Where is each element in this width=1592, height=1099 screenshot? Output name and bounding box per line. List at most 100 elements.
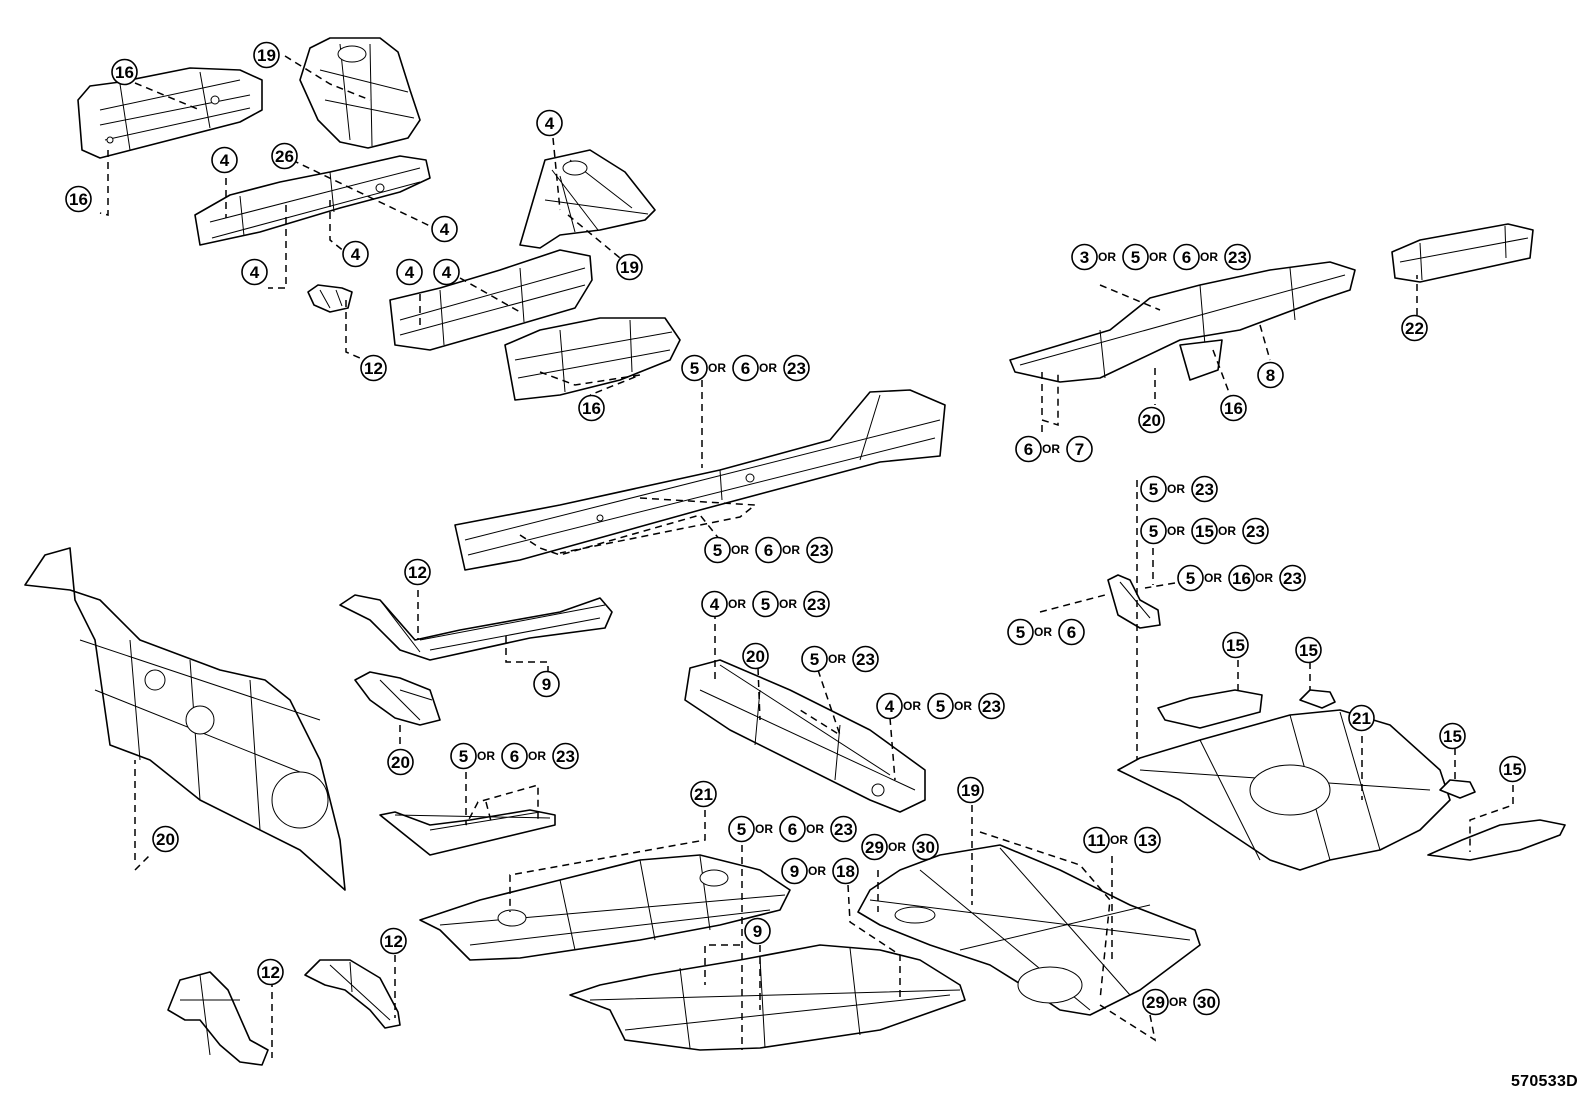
part-number-15: 15	[1503, 760, 1522, 779]
part-number-6: 6	[788, 820, 797, 839]
callout-circle	[912, 833, 939, 861]
part-number-5: 5	[690, 359, 699, 378]
part-rear-crossmember	[1391, 223, 1534, 283]
callout-15: 15	[1439, 722, 1466, 750]
callout-circle	[1173, 243, 1200, 271]
callout-4: 4	[433, 258, 460, 286]
part-number-6: 6	[764, 541, 773, 560]
part-number-6: 6	[510, 747, 519, 766]
part-number-23: 23	[856, 650, 875, 669]
part-number-12: 12	[384, 932, 403, 951]
part-number-20: 20	[391, 753, 410, 772]
part-number-11: 11	[1088, 831, 1106, 850]
callout-circle	[852, 645, 879, 673]
callout-circle	[533, 670, 560, 698]
part-front-apron-upper	[299, 37, 421, 149]
part-number-23: 23	[1195, 480, 1214, 499]
part-number-6: 6	[1067, 623, 1076, 642]
part-number-16: 16	[115, 63, 134, 82]
callout-circle	[1295, 636, 1322, 664]
callout-circle	[806, 536, 833, 564]
callout-21: 21	[690, 780, 717, 808]
part-floor-crossmember-front	[504, 317, 681, 401]
part-front-floor-panel	[419, 854, 791, 961]
callout-circle	[742, 642, 769, 670]
callout-circle	[978, 692, 1005, 720]
callout-4: 4	[211, 146, 238, 174]
callout-circle	[801, 645, 828, 673]
callout-circle	[616, 253, 643, 281]
or-separator: OR	[782, 543, 800, 557]
part-number-22: 22	[1405, 319, 1424, 338]
callout-22: 22	[1401, 314, 1428, 342]
part-number-30: 30	[916, 838, 935, 857]
callout-circle	[803, 590, 830, 618]
callout-circle	[1122, 243, 1149, 271]
or-separator: OR	[528, 749, 546, 763]
callout-circle	[1191, 475, 1218, 503]
part-brace-bracket	[354, 671, 441, 726]
callout-circle	[876, 692, 903, 720]
part-front-apron-lower	[519, 149, 656, 249]
callout-circle	[552, 742, 579, 770]
callout-circle	[536, 109, 563, 137]
callout-12: 12	[257, 958, 284, 986]
callout-circle	[1348, 704, 1375, 732]
callout-circle	[1138, 406, 1165, 434]
callout-15: 15	[1499, 755, 1526, 783]
part-number-26: 26	[275, 147, 294, 166]
part-lower-bracket-right	[304, 959, 401, 1029]
part-number-5: 5	[1016, 623, 1025, 642]
part-floor-tunnel-member	[684, 659, 926, 813]
part-number-16: 16	[1232, 569, 1251, 588]
callout-circle	[380, 927, 407, 955]
callout-16: 16	[1220, 394, 1247, 422]
part-number-6: 6	[1182, 248, 1191, 267]
callout-circle	[1142, 988, 1169, 1016]
part-number-4: 4	[220, 151, 230, 170]
part-number-12: 12	[408, 563, 427, 582]
part-number-16: 16	[1224, 399, 1243, 418]
or-separator: OR	[1042, 442, 1060, 456]
callout-circle	[1222, 631, 1249, 659]
callout-circle	[779, 815, 806, 843]
or-separator: OR	[1098, 250, 1116, 264]
callout-circle	[253, 41, 280, 69]
or-separator: OR	[755, 822, 773, 836]
part-number-16: 16	[582, 399, 601, 418]
part-number-21: 21	[694, 785, 713, 804]
part-number-30: 30	[1197, 993, 1216, 1012]
part-lower-bracket-left	[167, 971, 269, 1066]
or-separator: OR	[1204, 571, 1222, 585]
part-number-6: 6	[1024, 440, 1033, 459]
part-number-23: 23	[556, 747, 575, 766]
callout-circle	[732, 354, 759, 382]
or-separator: OR	[708, 361, 726, 375]
part-number-12: 12	[364, 359, 383, 378]
callout-circle	[861, 833, 888, 861]
part-number-5: 5	[1149, 522, 1158, 541]
callout-20: 20	[152, 825, 179, 853]
part-number-4: 4	[250, 263, 260, 282]
or-separator: OR	[954, 699, 972, 713]
part-number-4: 4	[351, 245, 361, 264]
part-number-5: 5	[713, 541, 722, 560]
callout-circle	[1140, 517, 1167, 545]
or-separator: OR	[828, 652, 846, 666]
part-number-29: 29	[865, 838, 884, 857]
callout-circle	[957, 776, 984, 804]
callout-circle	[1499, 755, 1526, 783]
part-number-15: 15	[1443, 727, 1462, 746]
